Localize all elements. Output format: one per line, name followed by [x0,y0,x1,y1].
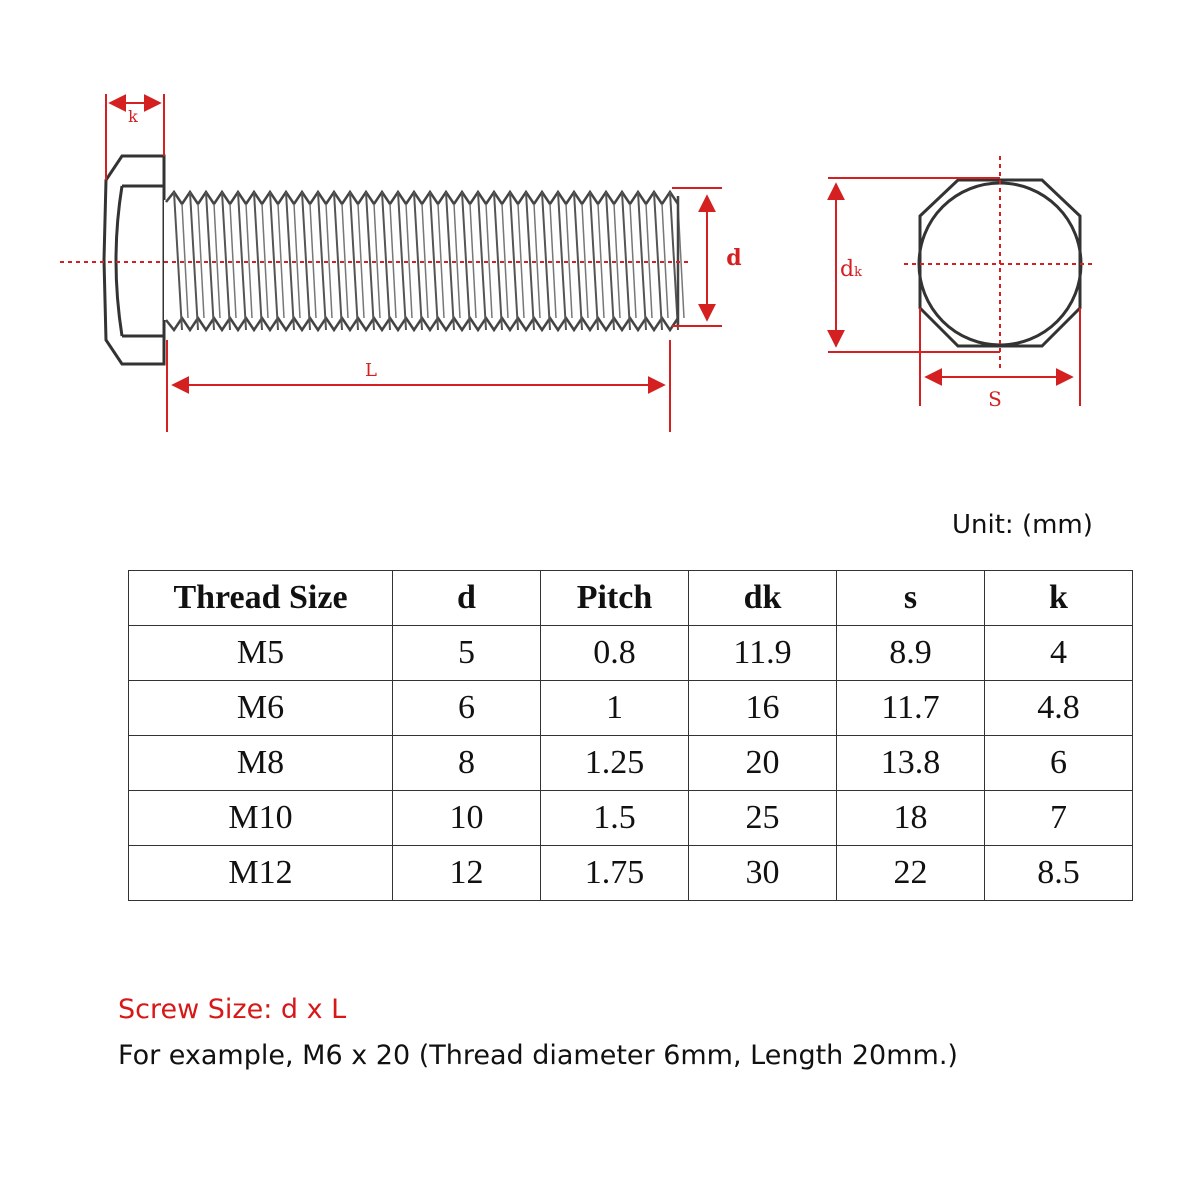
d-dimension: d [672,187,742,327]
dk-dimension: dk [827,177,1000,353]
screw-dimension-diagram: k d L dk S [60,94,1096,432]
table-cell: 0.8 [540,625,689,681]
unit-label: Unit: (mm) [952,510,1093,540]
table-cell: M10 [128,790,393,846]
table-cell: 11.9 [688,625,837,681]
table-row: M5 5 0.8 11.9 8.9 4 [128,625,1133,681]
header-s: s [836,570,985,626]
table-cell: 7 [984,790,1133,846]
table-row: M12 12 1.75 30 22 8.5 [128,845,1133,901]
table-cell: 1 [540,680,689,736]
k-label: k [128,107,138,126]
table-cell: 20 [688,735,837,791]
table-cell: 5 [392,625,541,681]
table-header-row: Thread Size d Pitch dk s k [128,570,1133,626]
header-thread-size: Thread Size [128,570,393,626]
table-cell: 4 [984,625,1133,681]
dk-label: dk [840,257,862,282]
table-cell: 22 [836,845,985,901]
table-cell: 18 [836,790,985,846]
table-cell: 4.8 [984,680,1133,736]
table-cell: M12 [128,845,393,901]
table-cell: M5 [128,625,393,681]
table-cell: 6 [984,735,1133,791]
table-cell: 11.7 [836,680,985,736]
thread-pattern [165,189,685,333]
table-cell: M8 [128,735,393,791]
table-cell: 13.8 [836,735,985,791]
spec-table: Thread Size d Pitch dk s k M5 5 0.8 11.9… [128,570,1133,901]
header-d: d [392,570,541,626]
table-row: M8 8 1.25 20 13.8 6 [128,735,1133,791]
header-dk: dk [688,570,837,626]
table-row: M10 10 1.5 25 18 7 [128,790,1133,846]
L-dimension: L [166,340,671,432]
table-cell: 6 [392,680,541,736]
table-row: M6 6 1 16 11.7 4.8 [128,680,1133,736]
table-cell: 1.75 [540,845,689,901]
table-cell: 1.5 [540,790,689,846]
d-label: d [726,245,741,271]
k-dimension: k [105,94,165,180]
L-label: L [365,360,377,381]
table-cell: 1.25 [540,735,689,791]
table-cell: 10 [392,790,541,846]
screw-size-example-note: For example, M6 x 20 (Thread diameter 6m… [118,1040,958,1071]
header-k: k [984,570,1133,626]
table-cell: 25 [688,790,837,846]
table-cell: 8.5 [984,845,1133,901]
S-dimension: S [919,308,1081,411]
table-cell: 12 [392,845,541,901]
table-cell: 8 [392,735,541,791]
screw-size-format-note: Screw Size: d x L [118,994,347,1025]
S-label: S [988,387,1002,411]
table-cell: 30 [688,845,837,901]
header-pitch: Pitch [540,570,689,626]
hex-bolt-side-view-icon [102,154,685,366]
table-cell: 16 [688,680,837,736]
table-cell: 8.9 [836,625,985,681]
table-cell: M6 [128,680,393,736]
